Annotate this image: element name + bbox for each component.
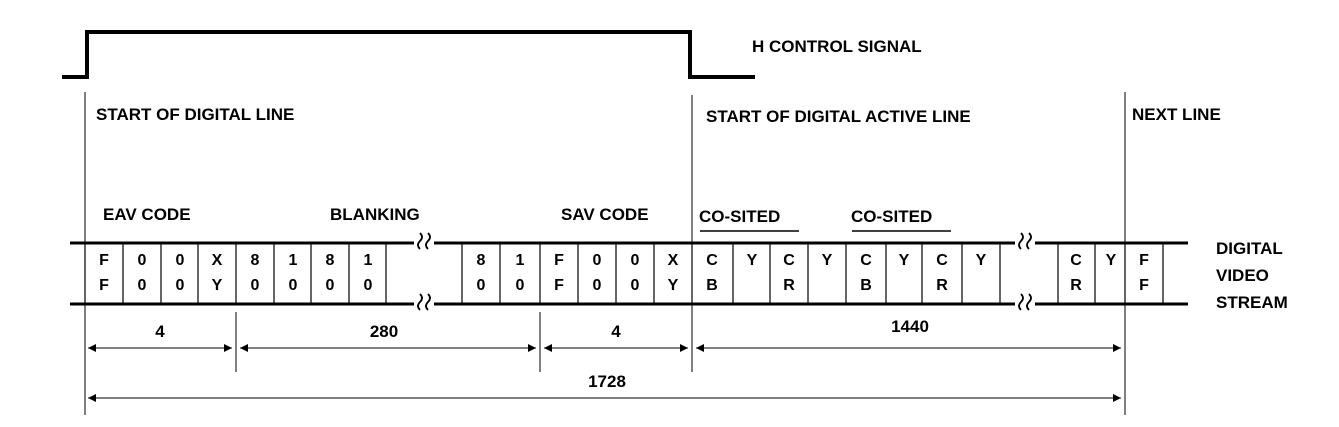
- start-of-active-line-label: START OF DIGITAL ACTIVE LINE: [706, 107, 971, 126]
- stream-cell-22-bottom: R: [1070, 277, 1082, 294]
- active-count: 1440: [891, 317, 929, 336]
- stream-cell-13-bottom: Y: [668, 277, 679, 294]
- stream-cell-11-bottom: 0: [593, 277, 602, 294]
- stream-cell-dividers: [84, 243, 1164, 304]
- stream-cell-5-bottom: 0: [289, 277, 298, 294]
- stream-cell-18-top: C: [860, 252, 872, 269]
- stream-cell-16-top: C: [783, 252, 795, 269]
- stream-cell-1-top: 0: [138, 252, 147, 269]
- blanking-label: BLANKING: [330, 205, 420, 224]
- stream-rails: [70, 241, 1188, 306]
- stream-cell-0-bottom: F: [99, 277, 109, 294]
- stream-cell-9-bottom: 0: [516, 277, 525, 294]
- stream-cell-21-glyph: Y: [976, 252, 987, 269]
- stream-cell-4-bottom: 0: [251, 277, 260, 294]
- stream-cell-22-top: C: [1070, 252, 1082, 269]
- stream-cell-0-top: F: [99, 252, 109, 269]
- stream-cell-16-bottom: R: [783, 277, 795, 294]
- stream-cell-8-bottom: 0: [477, 277, 486, 294]
- dimension-separators: [235, 312, 541, 372]
- eav-count: 4: [155, 322, 165, 341]
- stream-cell-17-glyph: Y: [822, 252, 833, 269]
- stream-cell-11-top: 0: [593, 252, 602, 269]
- eav-code-label: EAV CODE: [103, 205, 191, 224]
- stream-cell-4-top: 8: [251, 252, 260, 269]
- stream-cell-6-top: 8: [326, 252, 335, 269]
- sav-code-label: SAV CODE: [561, 205, 649, 224]
- stream-cell-14-top: C: [706, 252, 718, 269]
- stream-cell-10-top: F: [554, 252, 564, 269]
- stream-cell-7-bottom: 0: [364, 277, 373, 294]
- start-of-digital-line-label: START OF DIGITAL LINE: [96, 105, 294, 124]
- co-sited-label-2: CO-SITED: [851, 207, 932, 226]
- stream-cell-18-bottom: B: [860, 277, 872, 294]
- stream-label-line3: STREAM: [1216, 293, 1288, 312]
- break-marks: [417, 232, 1032, 311]
- total-count: 1728: [588, 372, 626, 391]
- stream-cell-20-bottom: R: [936, 277, 948, 294]
- stream-cell-5-top: 1: [289, 252, 298, 269]
- co-sited-label-1: CO-SITED: [699, 207, 780, 226]
- stream-cell-19-glyph: Y: [899, 252, 910, 269]
- stream-cell-9-top: 1: [516, 252, 525, 269]
- stream-cell-3-bottom: Y: [212, 277, 223, 294]
- next-line-label: NEXT LINE: [1132, 105, 1221, 124]
- stream-cell-1-bottom: 0: [138, 277, 147, 294]
- stream-cell-14-bottom: B: [706, 277, 718, 294]
- stream-cell-12-top: 0: [631, 252, 640, 269]
- stream-cell-7-top: 1: [364, 252, 373, 269]
- stream-cell-20-top: C: [936, 252, 948, 269]
- stream-cell-12-bottom: 0: [631, 277, 640, 294]
- stream-cell-15-glyph: Y: [747, 252, 758, 269]
- stream-cell-2-bottom: 0: [176, 277, 185, 294]
- h-control-waveform: [62, 30, 755, 79]
- sav-count: 4: [611, 322, 621, 341]
- stream-cell-6-bottom: 0: [326, 277, 335, 294]
- stream-cell-13-top: X: [668, 252, 679, 269]
- stream-cell-24-top: F: [1139, 252, 1149, 269]
- stream-cell-3-top: X: [212, 252, 223, 269]
- stream-label-line2: VIDEO: [1216, 266, 1269, 285]
- stream-cell-24-bottom: F: [1139, 277, 1149, 294]
- stream-cell-10-bottom: F: [554, 277, 564, 294]
- blanking-count: 280: [370, 322, 398, 341]
- h-control-label: H CONTROL SIGNAL: [752, 37, 922, 56]
- stream-cell-8-top: 8: [477, 252, 486, 269]
- stream-label-line1: DIGITAL: [1216, 239, 1283, 258]
- stream-cell-23-glyph: Y: [1106, 252, 1117, 269]
- stream-cell-2-top: 0: [176, 252, 185, 269]
